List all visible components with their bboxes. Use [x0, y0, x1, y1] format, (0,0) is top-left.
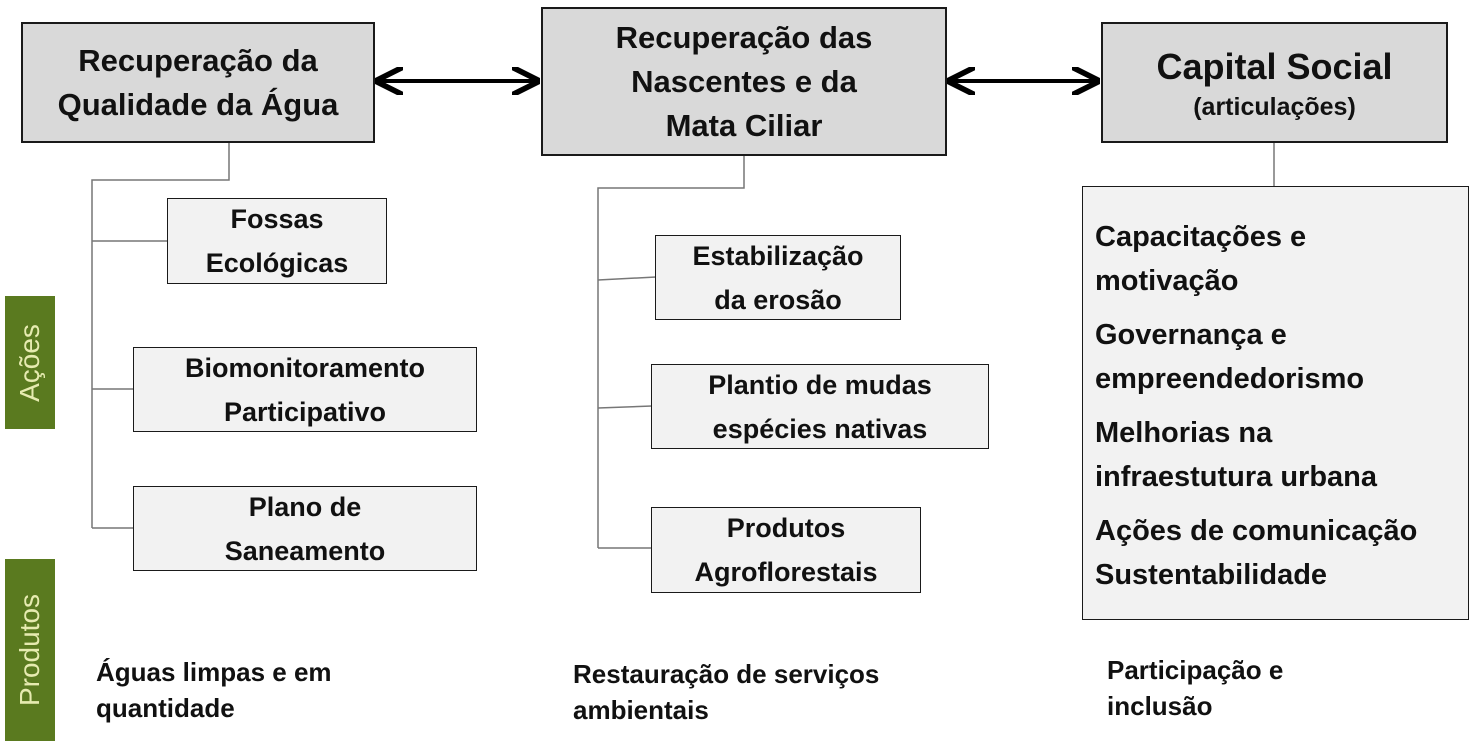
- side-label-text: Ações: [14, 323, 46, 402]
- list-item: Ações de comunicação Sustentabilidade: [1095, 509, 1468, 597]
- product-line: inclusão: [1107, 691, 1213, 721]
- header-line: Mata Ciliar: [665, 107, 823, 143]
- action-line: Participativo: [223, 396, 387, 427]
- action-produtos-agroflorestais: Produtos Agroflorestais: [651, 507, 921, 593]
- action-line: Produtos: [726, 513, 846, 543]
- action-line: Ecológicas: [205, 248, 349, 278]
- list-item-line: Capacitações e: [1095, 221, 1307, 253]
- header-line: Nascentes e da: [631, 63, 857, 99]
- header-line: Recuperação das: [615, 19, 873, 55]
- action-line: Agroflorestais: [694, 557, 878, 587]
- action-line: Fossas: [230, 204, 324, 234]
- list-item: Melhorias na infraestutura urbana: [1095, 411, 1468, 499]
- action-line: espécies nativas: [712, 413, 928, 444]
- side-label-text: Produtos: [14, 593, 46, 707]
- action-line: Estabilização: [692, 240, 864, 271]
- action-estabilizacao-erosao: Estabilização da erosão: [655, 235, 901, 320]
- product-capital: Participação e inclusão: [1107, 652, 1407, 724]
- list-item-line: Ações de comunicação: [1095, 515, 1418, 547]
- list-item-line: Sustentabilidade: [1095, 559, 1328, 591]
- header-title: Capital Social: [1156, 45, 1393, 87]
- action-plano-saneamento: Plano de Saneamento: [133, 486, 477, 571]
- tree-agua: [91, 143, 230, 529]
- product-agua: Águas limpas e em quantidade: [96, 654, 416, 726]
- product-line: Restauração de serviços: [573, 659, 880, 689]
- product-line: Águas limpas e em: [96, 657, 332, 687]
- capital-social-list: Capacitações e motivação Governança e em…: [1082, 186, 1469, 620]
- list-item-line: Melhorias na: [1095, 417, 1273, 449]
- action-line: da erosão: [714, 284, 842, 315]
- product-line: quantidade: [96, 693, 235, 723]
- side-label-acoes: Ações: [5, 296, 55, 429]
- header-subtitle: (articulações): [1193, 92, 1356, 121]
- tree-nascentes: [597, 156, 745, 549]
- list-item-line: empreendedorismo: [1095, 363, 1365, 395]
- action-biomonitoramento: Biomonitoramento Participativo: [133, 347, 477, 432]
- header-capital-social: Capital Social (articulações): [1101, 22, 1448, 143]
- header-qualidade-agua: Recuperação da Qualidade da Água: [21, 22, 375, 143]
- action-line: Plantio de mudas: [708, 369, 932, 400]
- side-label-produtos: Produtos: [5, 559, 55, 741]
- list-item: Capacitações e motivação: [1095, 215, 1468, 303]
- product-line: Participação e: [1107, 655, 1284, 685]
- list-item-line: infraestutura urbana: [1095, 461, 1377, 493]
- header-nascentes-mata-ciliar: Recuperação das Nascentes e da Mata Cili…: [541, 7, 947, 156]
- header-line: Recuperação da: [78, 42, 318, 78]
- product-nascentes: Restauração de serviços ambientais: [573, 656, 953, 728]
- action-line: Saneamento: [224, 535, 386, 566]
- list-item-line: Governança e: [1095, 319, 1287, 351]
- list-item: Governança e empreendedorismo: [1095, 313, 1468, 401]
- action-line: Plano de: [248, 491, 362, 522]
- list-item-line: motivação: [1095, 265, 1239, 297]
- header-line: Qualidade da Água: [57, 86, 339, 122]
- action-plantio-mudas: Plantio de mudas espécies nativas: [651, 364, 989, 449]
- product-line: ambientais: [573, 695, 709, 725]
- action-fossas-ecologicas: Fossas Ecológicas: [167, 198, 387, 284]
- action-line: Biomonitoramento: [185, 352, 425, 383]
